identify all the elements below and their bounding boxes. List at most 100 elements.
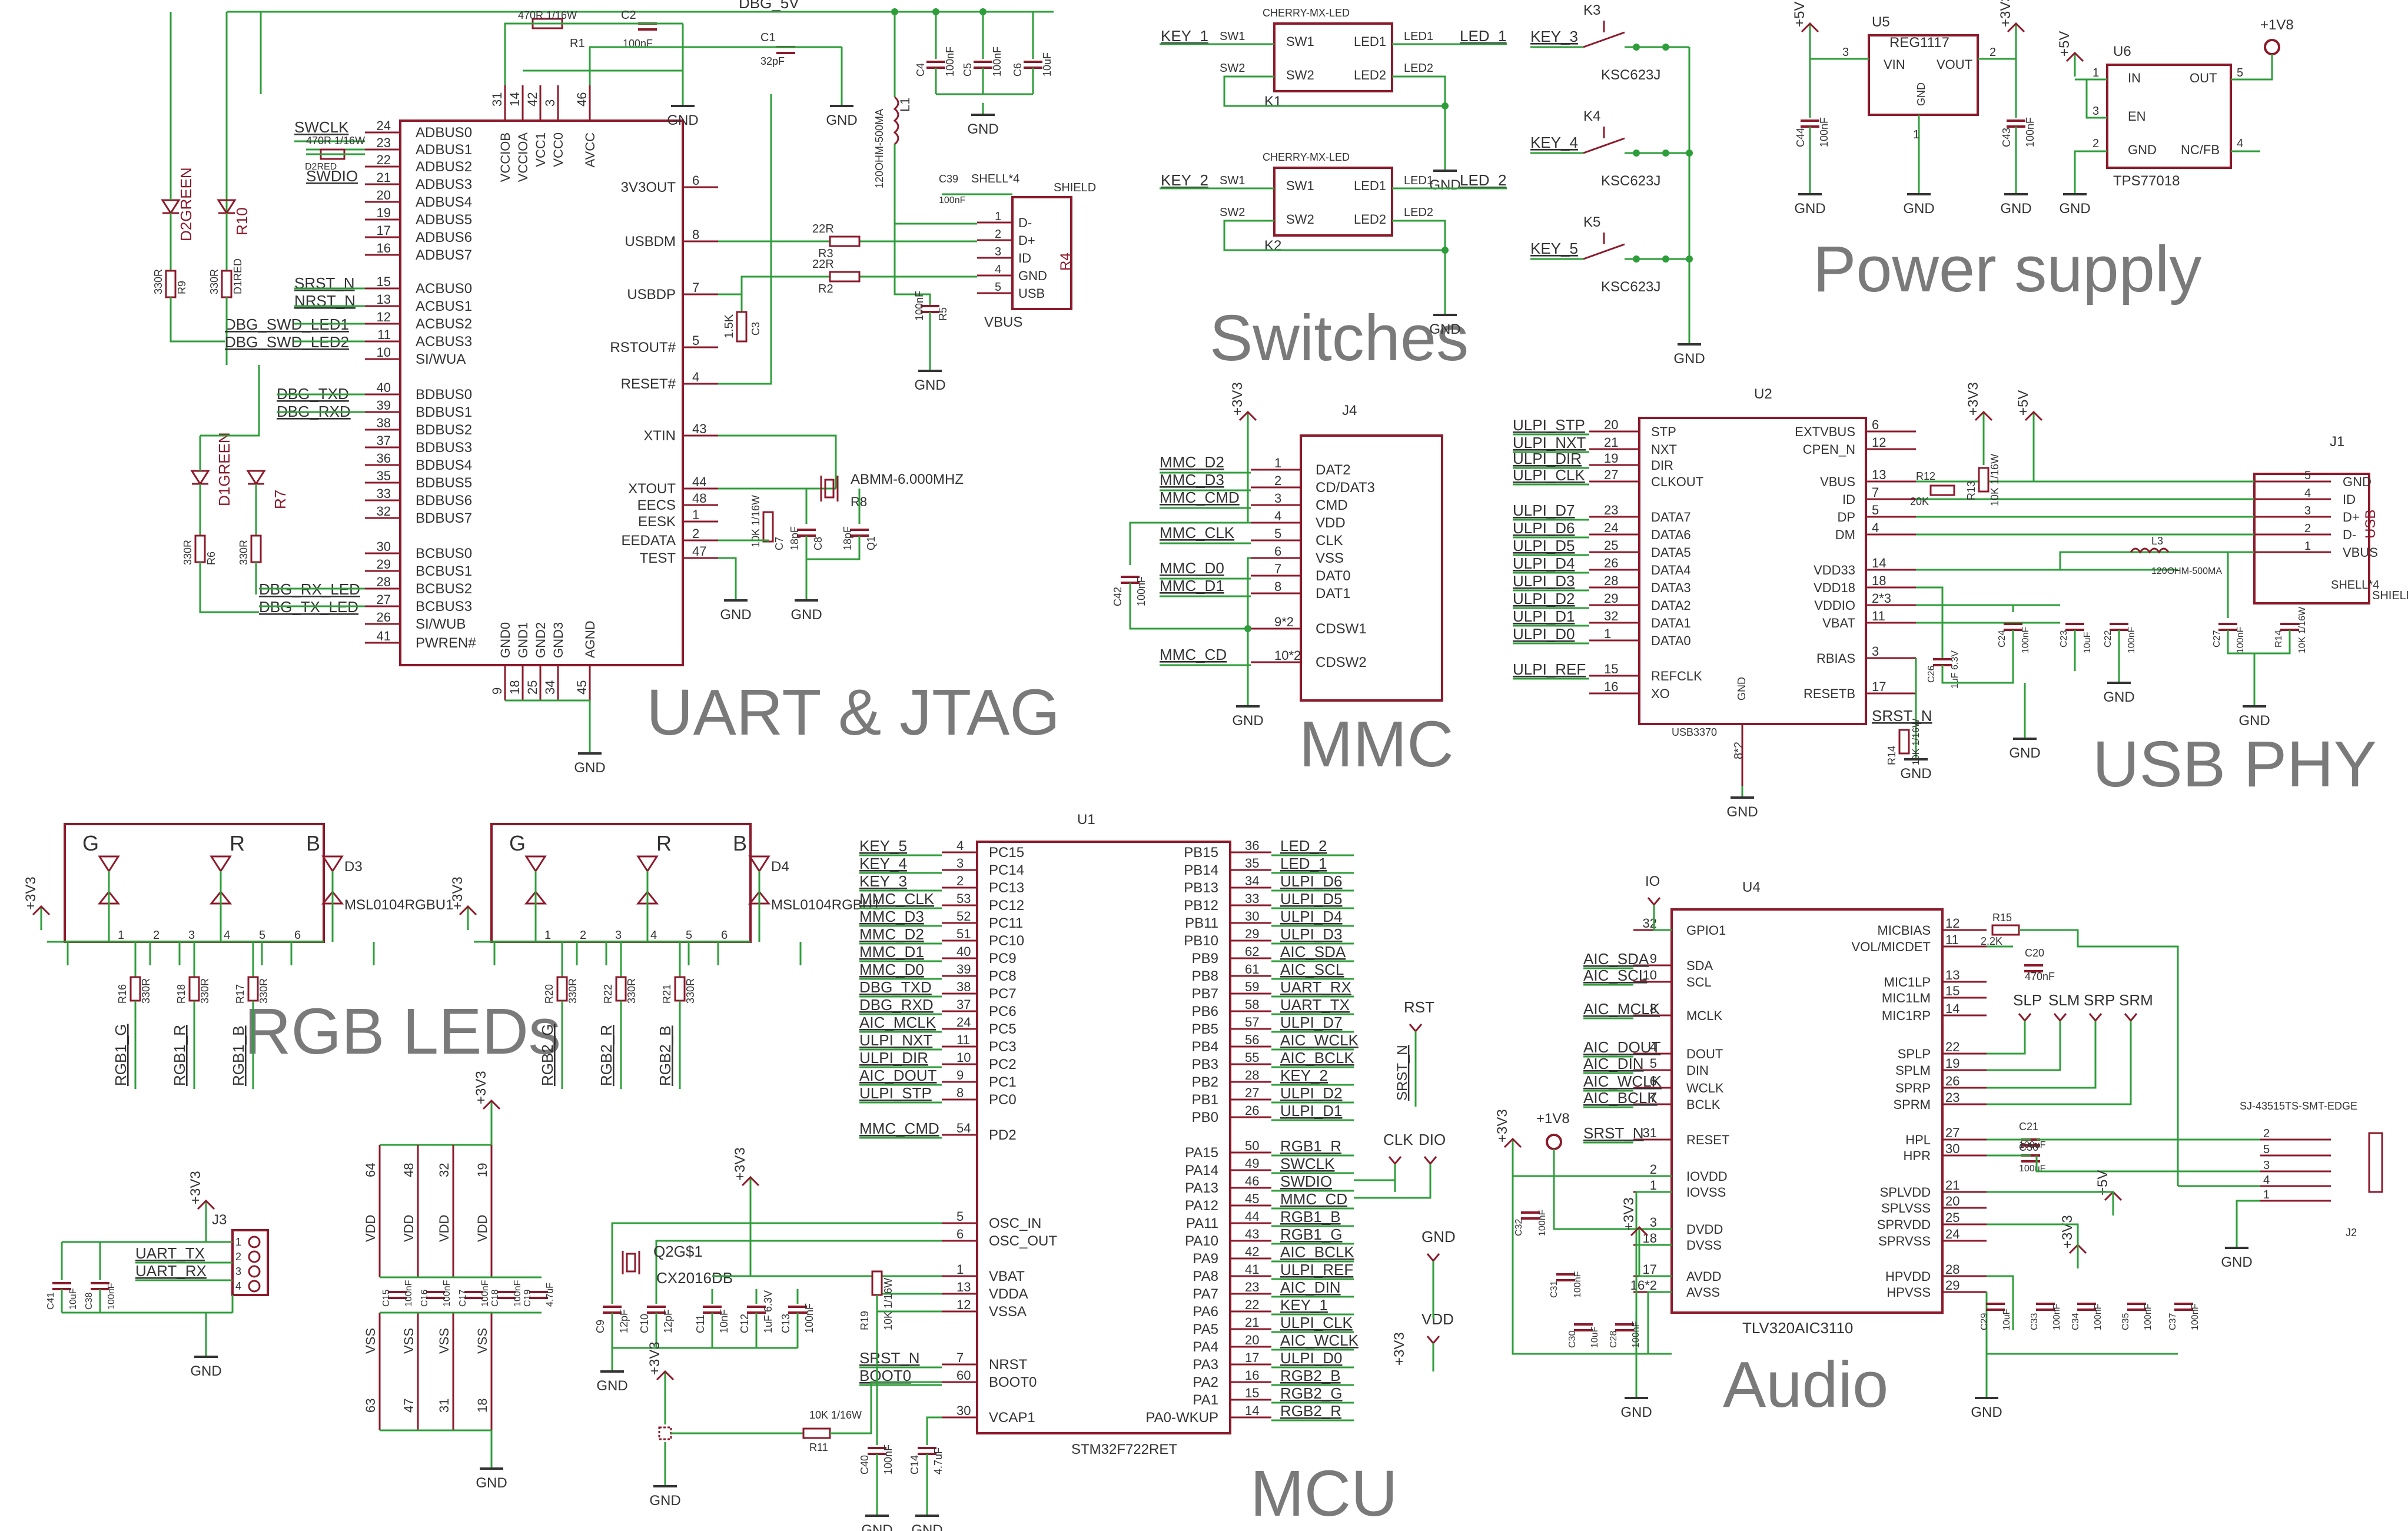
- pin-name: AVCC: [583, 132, 597, 168]
- part-value: 330R: [199, 978, 211, 1004]
- wire: [718, 434, 837, 489]
- pin-number: 4: [692, 370, 699, 384]
- pin-name: HPVDD: [1885, 1269, 1931, 1284]
- part-ref: 330R: [182, 540, 194, 565]
- pin-name: ADBUS6: [416, 230, 472, 245]
- pin-name: GND: [2128, 142, 2157, 157]
- part-value: 100nF: [1537, 1209, 1547, 1236]
- pin-name: LED1: [1354, 34, 1386, 49]
- pin-name: ID: [2343, 492, 2356, 507]
- pin-name: PC3: [989, 1039, 1017, 1055]
- pin-number: 12: [956, 1297, 971, 1312]
- part-ref: C6: [1012, 63, 1024, 77]
- resistor: [129, 976, 141, 1002]
- pin-name: SI/WUA: [416, 351, 466, 367]
- pin-name: IOVDD: [1686, 1169, 1728, 1184]
- pin-number: 15: [377, 274, 391, 289]
- part-ref: U4: [1742, 879, 1761, 895]
- pin-number: 32: [437, 1163, 451, 1177]
- pin-number: 38: [377, 416, 391, 430]
- part-ref: C10: [639, 1314, 650, 1333]
- pin-number: 50: [1245, 1138, 1259, 1153]
- led-diode: [748, 855, 770, 873]
- pin-number: 17: [1872, 679, 1886, 694]
- pin-name: BDBUS5: [416, 475, 472, 491]
- net-label: AIC_DOUT: [859, 1067, 937, 1084]
- pin-name: CD/DAT3: [1316, 480, 1375, 496]
- wire: [805, 536, 861, 560]
- part-value: 330R: [685, 978, 696, 1004]
- pin-name: ADBUS7: [416, 247, 472, 263]
- pin-name: VDD: [437, 1215, 451, 1242]
- pin-number: 40: [956, 944, 971, 959]
- rail-arrow: [1503, 1137, 1522, 1148]
- wire: [1223, 220, 1445, 251]
- resistor: [1991, 924, 2020, 936]
- pin-name: VDD: [363, 1215, 378, 1242]
- part-ref: C1: [760, 31, 776, 44]
- net-label: RGB1_B: [1280, 1208, 1341, 1226]
- net-label: KEY_5: [859, 837, 907, 855]
- pin-number: 2: [580, 929, 586, 942]
- pin-name: PB9: [1192, 951, 1218, 967]
- net-label: SWDIO: [1280, 1173, 1332, 1190]
- test-point-label: IO: [1645, 874, 1660, 889]
- pin-name: PD2: [989, 1127, 1017, 1143]
- pin-name: RBIAS: [1816, 651, 1855, 666]
- net-label: LED_1: [1280, 855, 1327, 872]
- rail-arrow: [2007, 22, 2025, 33]
- pin-name: VBUS: [1820, 474, 1855, 489]
- part-ref: U6: [2113, 44, 2131, 59]
- pin-number: 58: [1245, 997, 1259, 1012]
- part-ref: C43: [2001, 128, 2012, 147]
- net-label: ULPI_D3: [1280, 925, 1343, 943]
- pin-number: 14: [1872, 556, 1886, 570]
- wire: [199, 562, 259, 613]
- pin-number: 8: [956, 1085, 964, 1100]
- pin-number: 3: [956, 856, 964, 871]
- resistor: [1978, 467, 1989, 493]
- pin-name: ADBUS4: [416, 194, 472, 210]
- net-label: MMC_D2: [1160, 453, 1224, 471]
- pin-number: 4: [2263, 1174, 2270, 1187]
- pin-number: 1: [1604, 626, 1611, 641]
- pin-number: 3: [235, 1266, 241, 1277]
- pin-number: 3: [1650, 1215, 1657, 1230]
- pin-name: PC15: [989, 845, 1024, 861]
- wire: [1638, 1251, 1672, 1277]
- rail-arrow: [1974, 410, 1993, 421]
- pin-name: GND: [2343, 474, 2372, 489]
- pin-number: 27: [1945, 1125, 1959, 1140]
- part-value: 10nF: [718, 1309, 730, 1333]
- pin-number: 4: [650, 929, 657, 942]
- part-ref: U1: [1077, 812, 1095, 828]
- net-label: ULPI_CLK: [1513, 466, 1585, 484]
- wire: [926, 1416, 942, 1445]
- pin-number: 38: [956, 979, 971, 994]
- net-label: AIC_WCLK: [1280, 1331, 1359, 1349]
- pin-name: AGND: [583, 620, 597, 658]
- pin-name: PA8: [1193, 1268, 1218, 1284]
- net-label: ULPI_D7: [1280, 1014, 1343, 1031]
- net-label: ULPI_D5: [1280, 890, 1343, 908]
- part-value: REG1117: [1889, 35, 1949, 51]
- pin-number: 42: [1245, 1244, 1259, 1259]
- switch-lever: [1583, 243, 1625, 260]
- net-label: KEY_2: [1161, 171, 1208, 189]
- pin-name: BDBUS3: [416, 440, 472, 456]
- pin-name: PC1: [989, 1074, 1017, 1090]
- part-value: MSL0104RGBU1: [771, 897, 880, 913]
- part-value: 100nF: [404, 1280, 414, 1307]
- part-ref: J4: [1342, 403, 1357, 419]
- pin-name: VDD: [1316, 515, 1346, 531]
- part-value: 120OHM-500MA: [2151, 566, 2222, 576]
- pin-name: VSS: [437, 1328, 451, 1354]
- pin-number: 27: [377, 592, 391, 607]
- net-label: LED_1: [1460, 27, 1507, 45]
- part-ref: C21: [2019, 1121, 2038, 1133]
- pin-name: XO: [1651, 686, 1670, 701]
- pin-name: MCLK: [1686, 1008, 1722, 1023]
- net-label: ULPI_D3: [1513, 572, 1575, 590]
- pin-name: VBUS: [2343, 545, 2378, 560]
- part-ref: C23: [2059, 630, 2069, 647]
